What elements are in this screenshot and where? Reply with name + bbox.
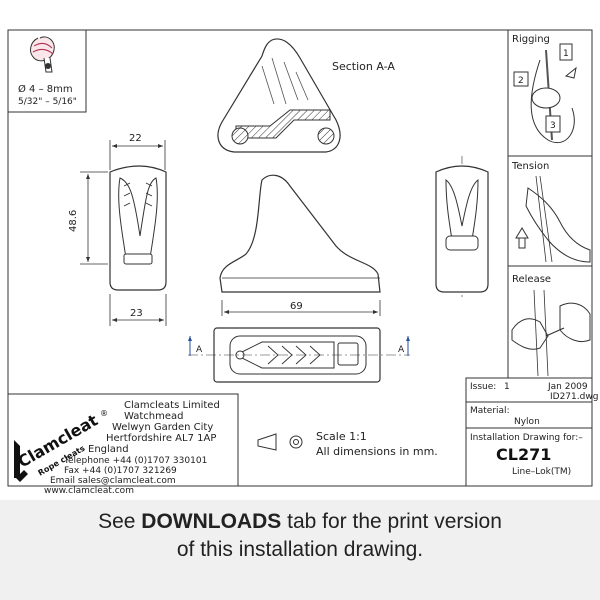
company-telephone: Telephone +44 (0)1707 330101 bbox=[63, 456, 207, 466]
rope-icon bbox=[30, 36, 55, 73]
product-name: Line–Lok(TM) bbox=[512, 467, 571, 477]
hand-left-icon bbox=[511, 318, 549, 350]
company-email: Email sales@clamcleat.com bbox=[50, 476, 176, 486]
release-panel: Release bbox=[511, 274, 591, 377]
caption-line-2: of this installation drawing. bbox=[176, 538, 424, 561]
arrow-icon bbox=[564, 66, 577, 79]
rope-size-box: Ø 4 – 8mm 5/32" – 5/16" bbox=[7, 29, 87, 113]
company-fax: Fax +44 (0)1707 321269 bbox=[64, 466, 177, 476]
drawing-file: ID271.dwg bbox=[550, 392, 598, 402]
caption-line-1: See DOWNLOADS tab for the print version bbox=[98, 510, 502, 533]
scale-block: Scale 1:1 All dimensions in mm. bbox=[257, 430, 438, 458]
front-view: 22 48.6 23 bbox=[68, 133, 167, 326]
downloads-highlight: DOWNLOADS bbox=[141, 510, 282, 533]
rigging-panel: Rigging 1 2 3 bbox=[512, 34, 577, 144]
company-address-4: England bbox=[88, 444, 129, 455]
issue-label: Issue: bbox=[470, 382, 496, 392]
section-marker-left: A bbox=[196, 345, 203, 355]
scale-label: Scale 1:1 bbox=[316, 430, 367, 443]
part-number: CL271 bbox=[496, 445, 551, 464]
rigging-label: Rigging bbox=[512, 34, 550, 45]
tension-label: Tension bbox=[511, 161, 549, 172]
end-view bbox=[435, 165, 489, 293]
section-marker-right: A bbox=[398, 345, 405, 355]
tension-panel: Tension bbox=[511, 161, 591, 263]
rigging-step-1: 1 bbox=[563, 49, 569, 59]
drawing-border bbox=[7, 29, 593, 487]
downloads-caption: See DOWNLOADS tab for the print version … bbox=[0, 508, 600, 564]
company-website: www.clamcleat.com bbox=[44, 486, 134, 496]
section-label: Section A-A bbox=[332, 60, 395, 73]
instruction-panels: Rigging 1 2 3 Tension Release bbox=[507, 30, 592, 379]
cleat-profile-icon bbox=[257, 433, 277, 451]
material-label: Material: bbox=[470, 406, 510, 416]
dimension-length: 69 bbox=[290, 301, 303, 312]
issue-value: 1 bbox=[504, 382, 510, 392]
hand-right-icon bbox=[559, 302, 591, 343]
section-view: Section A-A bbox=[217, 38, 395, 153]
drawing-for-label: Installation Drawing for:– bbox=[470, 433, 583, 443]
rope-diameter-metric: Ø 4 – 8mm bbox=[18, 83, 73, 95]
side-elevation: 69 bbox=[219, 174, 381, 316]
title-block: Issue: 1 Jan 2009 ID271.dwg Material: Ny… bbox=[465, 377, 598, 487]
rope-diameter-imperial: 5/32" – 5/16" bbox=[18, 97, 77, 107]
rigging-step-2: 2 bbox=[518, 76, 524, 86]
rigging-step-3: 3 bbox=[550, 121, 556, 131]
release-label: Release bbox=[512, 274, 551, 285]
dimension-width-top: 22 bbox=[129, 133, 142, 144]
dimension-height: 48.6 bbox=[68, 210, 79, 232]
company-address-2: Welwyn Garden City bbox=[112, 422, 213, 433]
dimension-width-bottom: 23 bbox=[130, 308, 143, 319]
plan-view: A A bbox=[188, 327, 410, 383]
drawing-date: Jan 2009 bbox=[547, 382, 588, 392]
company-name: Clamcleats Limited bbox=[124, 400, 220, 411]
company-address-1: Watchmead bbox=[124, 411, 184, 422]
company-address-3: Hertfordshire AL7 1AP bbox=[106, 433, 216, 444]
material-value: Nylon bbox=[514, 417, 540, 427]
dimension-units: All dimensions in mm. bbox=[316, 445, 438, 458]
installation-drawing: Ø 4 – 8mm 5/32" – 5/16" Section A-A 22 4… bbox=[0, 0, 600, 500]
logo-registered: ® bbox=[100, 409, 108, 418]
arrow-up-icon bbox=[515, 227, 529, 249]
hand-icon bbox=[525, 187, 591, 263]
